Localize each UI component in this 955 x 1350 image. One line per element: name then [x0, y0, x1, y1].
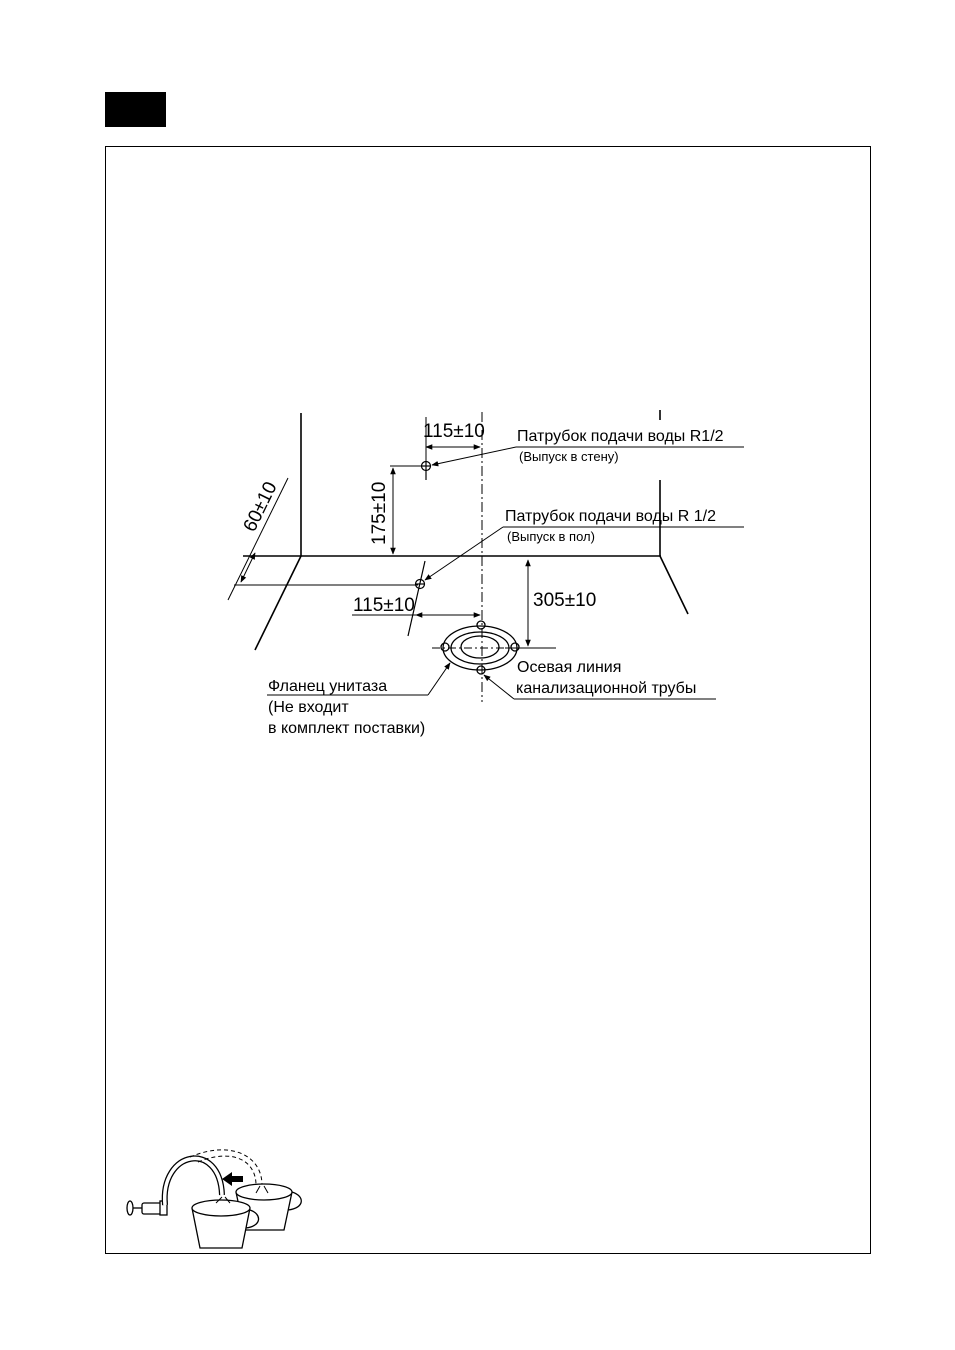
dim-label-wall-offset: 115±10	[423, 421, 485, 442]
label-floor-pipe: Патрубок подачи воды R 1/2	[505, 508, 716, 525]
dim-label-wall-height: 175±10	[369, 482, 390, 545]
label-axis-line-2: канализационной трубы	[516, 680, 696, 697]
hose-bucket-illustration	[127, 1150, 301, 1248]
wall-outlet-symbol	[421, 461, 431, 480]
label-flange-1: Фланец унитаза	[268, 678, 387, 695]
dim-wall-outlet-height: 175±10	[369, 466, 422, 554]
label-flange-3: в комплект поставки)	[268, 720, 425, 737]
toilet-flange	[432, 621, 528, 674]
label-flange-2: (Не входит	[268, 699, 349, 716]
room-outline	[243, 410, 688, 650]
dim-label-floor-offset: 115±10	[353, 595, 415, 616]
dim-label-floor-depth: 60±10	[240, 479, 282, 536]
label-wall-pipe-note: (Выпуск в стену)	[519, 449, 619, 464]
dim-label-flange-distance: 305±10	[533, 590, 596, 611]
label-axis-line-1: Осевая линия	[517, 659, 621, 676]
label-floor-pipe-note: (Выпуск в пол)	[507, 529, 595, 544]
dim-flange-distance: 305±10	[505, 560, 596, 648]
label-wall-pipe: Патрубок подачи воды R1/2	[517, 428, 724, 445]
